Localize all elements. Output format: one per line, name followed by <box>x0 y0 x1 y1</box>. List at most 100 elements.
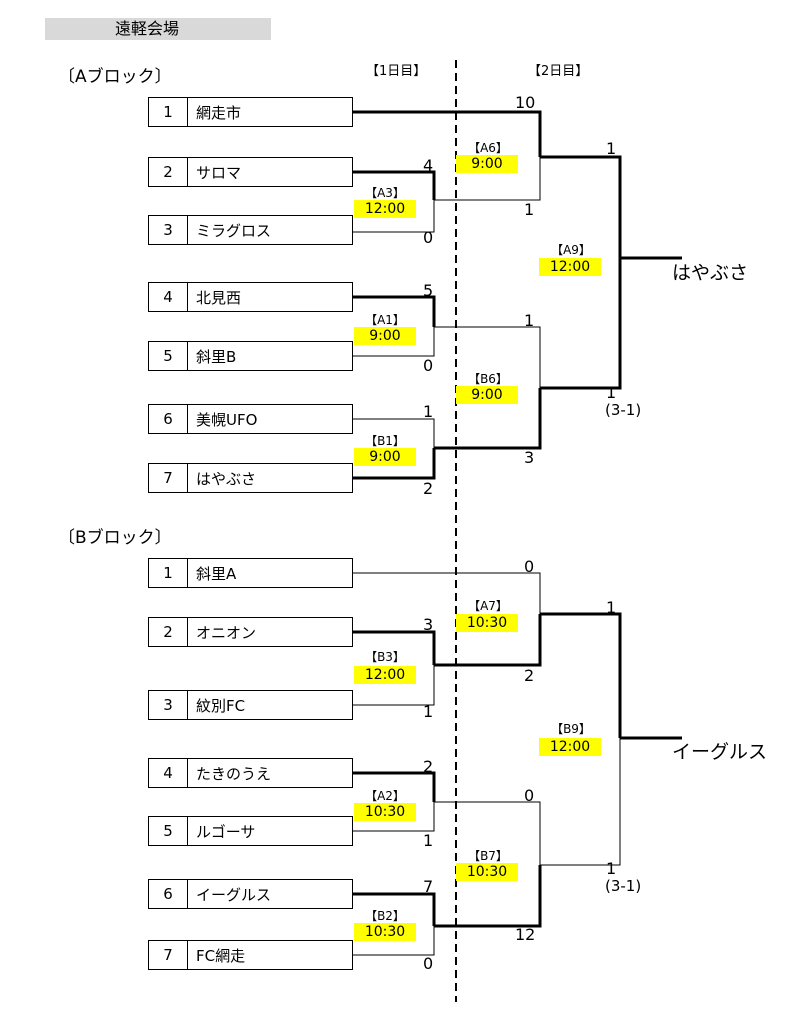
score: 3 <box>423 615 434 634</box>
score: 1 <box>524 200 535 219</box>
b-b2-to-b7 <box>434 865 542 928</box>
score: 1 <box>423 831 434 850</box>
a-match-a1-win <box>353 295 436 327</box>
match-code: 【B9】 <box>551 722 591 736</box>
a-b6-to-a9 <box>540 258 622 390</box>
team-slot: 2 オニオン <box>148 617 353 647</box>
match-code: 【B1】 <box>365 434 405 448</box>
match-code: 【B3】 <box>365 650 405 664</box>
score: 1 <box>606 859 617 878</box>
team-slot: 1 網走市 <box>148 97 353 127</box>
score: 1 <box>606 598 617 617</box>
a-match-a3-lose <box>353 200 435 233</box>
team-number: 4 <box>149 283 188 311</box>
block-a-winner: はやぶさ <box>672 262 749 284</box>
score: 2 <box>423 757 434 776</box>
b-match-b2-lose <box>353 926 435 956</box>
team-name: オニオン <box>196 623 257 642</box>
score: 7 <box>423 877 434 896</box>
b-match-a2-win <box>353 771 436 802</box>
team-name: たきのうえ <box>196 764 272 783</box>
score: 0 <box>524 786 535 805</box>
team-name: ルゴーサ <box>196 822 256 841</box>
score: 3 <box>524 448 535 467</box>
a-match-b1-win <box>353 448 436 480</box>
b-b7-to-b9 <box>540 738 621 866</box>
match-time: 10:30 <box>354 803 416 821</box>
score: 0 <box>524 557 535 576</box>
match-time: 12:00 <box>354 200 416 218</box>
b-match-b3-lose <box>353 665 435 706</box>
score: 1 <box>606 383 617 402</box>
team-slot: 3 ミラグロス <box>148 215 353 245</box>
match-code: 【B7】 <box>468 849 508 863</box>
team-number: 7 <box>149 464 188 492</box>
block-b-title: 〔Bブロック〕 <box>58 528 172 548</box>
team-number: 4 <box>149 759 188 787</box>
score: 0 <box>423 356 434 375</box>
team-number: 6 <box>149 405 188 433</box>
match-code: 【B2】 <box>365 909 405 923</box>
match-time: 10:30 <box>354 923 416 941</box>
b-team1-line <box>353 572 541 614</box>
score: 12 <box>515 925 536 944</box>
score: 1 <box>606 139 617 158</box>
team-slot: 4 たきのうえ <box>148 758 353 788</box>
match-time: 9:00 <box>354 448 416 466</box>
team-number: 3 <box>149 216 188 244</box>
match-time: 12:00 <box>539 738 601 756</box>
a-match-b1-lose <box>353 418 435 448</box>
team-number: 5 <box>149 342 188 370</box>
team-number: 3 <box>149 691 188 719</box>
score: 1 <box>423 702 434 721</box>
block-a-title: 〔Aブロック〕 <box>58 67 172 87</box>
team-number: 5 <box>149 817 188 845</box>
day2-label: 【2日目】 <box>528 64 589 79</box>
match-time: 12:00 <box>539 258 601 276</box>
score: 10 <box>515 93 536 112</box>
score: 5 <box>423 281 434 300</box>
match-time: 10:30 <box>456 863 518 881</box>
b-a7-to-b9 <box>540 612 622 738</box>
team-slot: 6 美幌UFO <box>148 404 353 434</box>
score: 1 <box>524 311 535 330</box>
match-code: 【A9】 <box>551 243 591 257</box>
team-number: 1 <box>149 98 188 126</box>
team-number: 2 <box>149 618 188 646</box>
match-code: 【B6】 <box>468 372 508 386</box>
team-name: 美幌UFO <box>196 410 258 429</box>
day1-label: 【1日目】 <box>366 64 427 79</box>
score: 0 <box>423 954 434 973</box>
team-number: 6 <box>149 880 188 908</box>
match-time: 10:30 <box>456 614 518 632</box>
team-slot: 6 イーグルス <box>148 879 353 909</box>
match-code: 【A1】 <box>365 313 405 327</box>
b-b3-to-a7 <box>434 614 542 667</box>
team-name: 網走市 <box>196 103 242 122</box>
a-a1-to-b6 <box>434 326 541 388</box>
team-number: 7 <box>149 941 188 969</box>
team-number: 1 <box>149 559 188 587</box>
block-b-winner: イーグルス <box>672 741 768 763</box>
a-match-a3-win <box>353 170 436 200</box>
b-match-a2-lose <box>353 802 435 832</box>
a-a6-to-a9 <box>540 155 622 258</box>
team-name: 北見西 <box>196 288 242 307</box>
match-code: 【A3】 <box>365 186 405 200</box>
final-score: (3-1) <box>605 401 642 419</box>
venue-label: 遠軽会場 <box>45 18 271 40</box>
score: 1 <box>423 402 434 421</box>
team-name: ミラグロス <box>196 221 272 240</box>
final-score: (3-1) <box>605 877 642 895</box>
match-time: 9:00 <box>456 155 518 173</box>
team-name: イーグルス <box>196 885 272 904</box>
match-code: 【A2】 <box>365 789 405 803</box>
match-code: 【A6】 <box>468 141 508 155</box>
score: 0 <box>423 228 434 247</box>
match-time: 12:00 <box>354 666 416 684</box>
